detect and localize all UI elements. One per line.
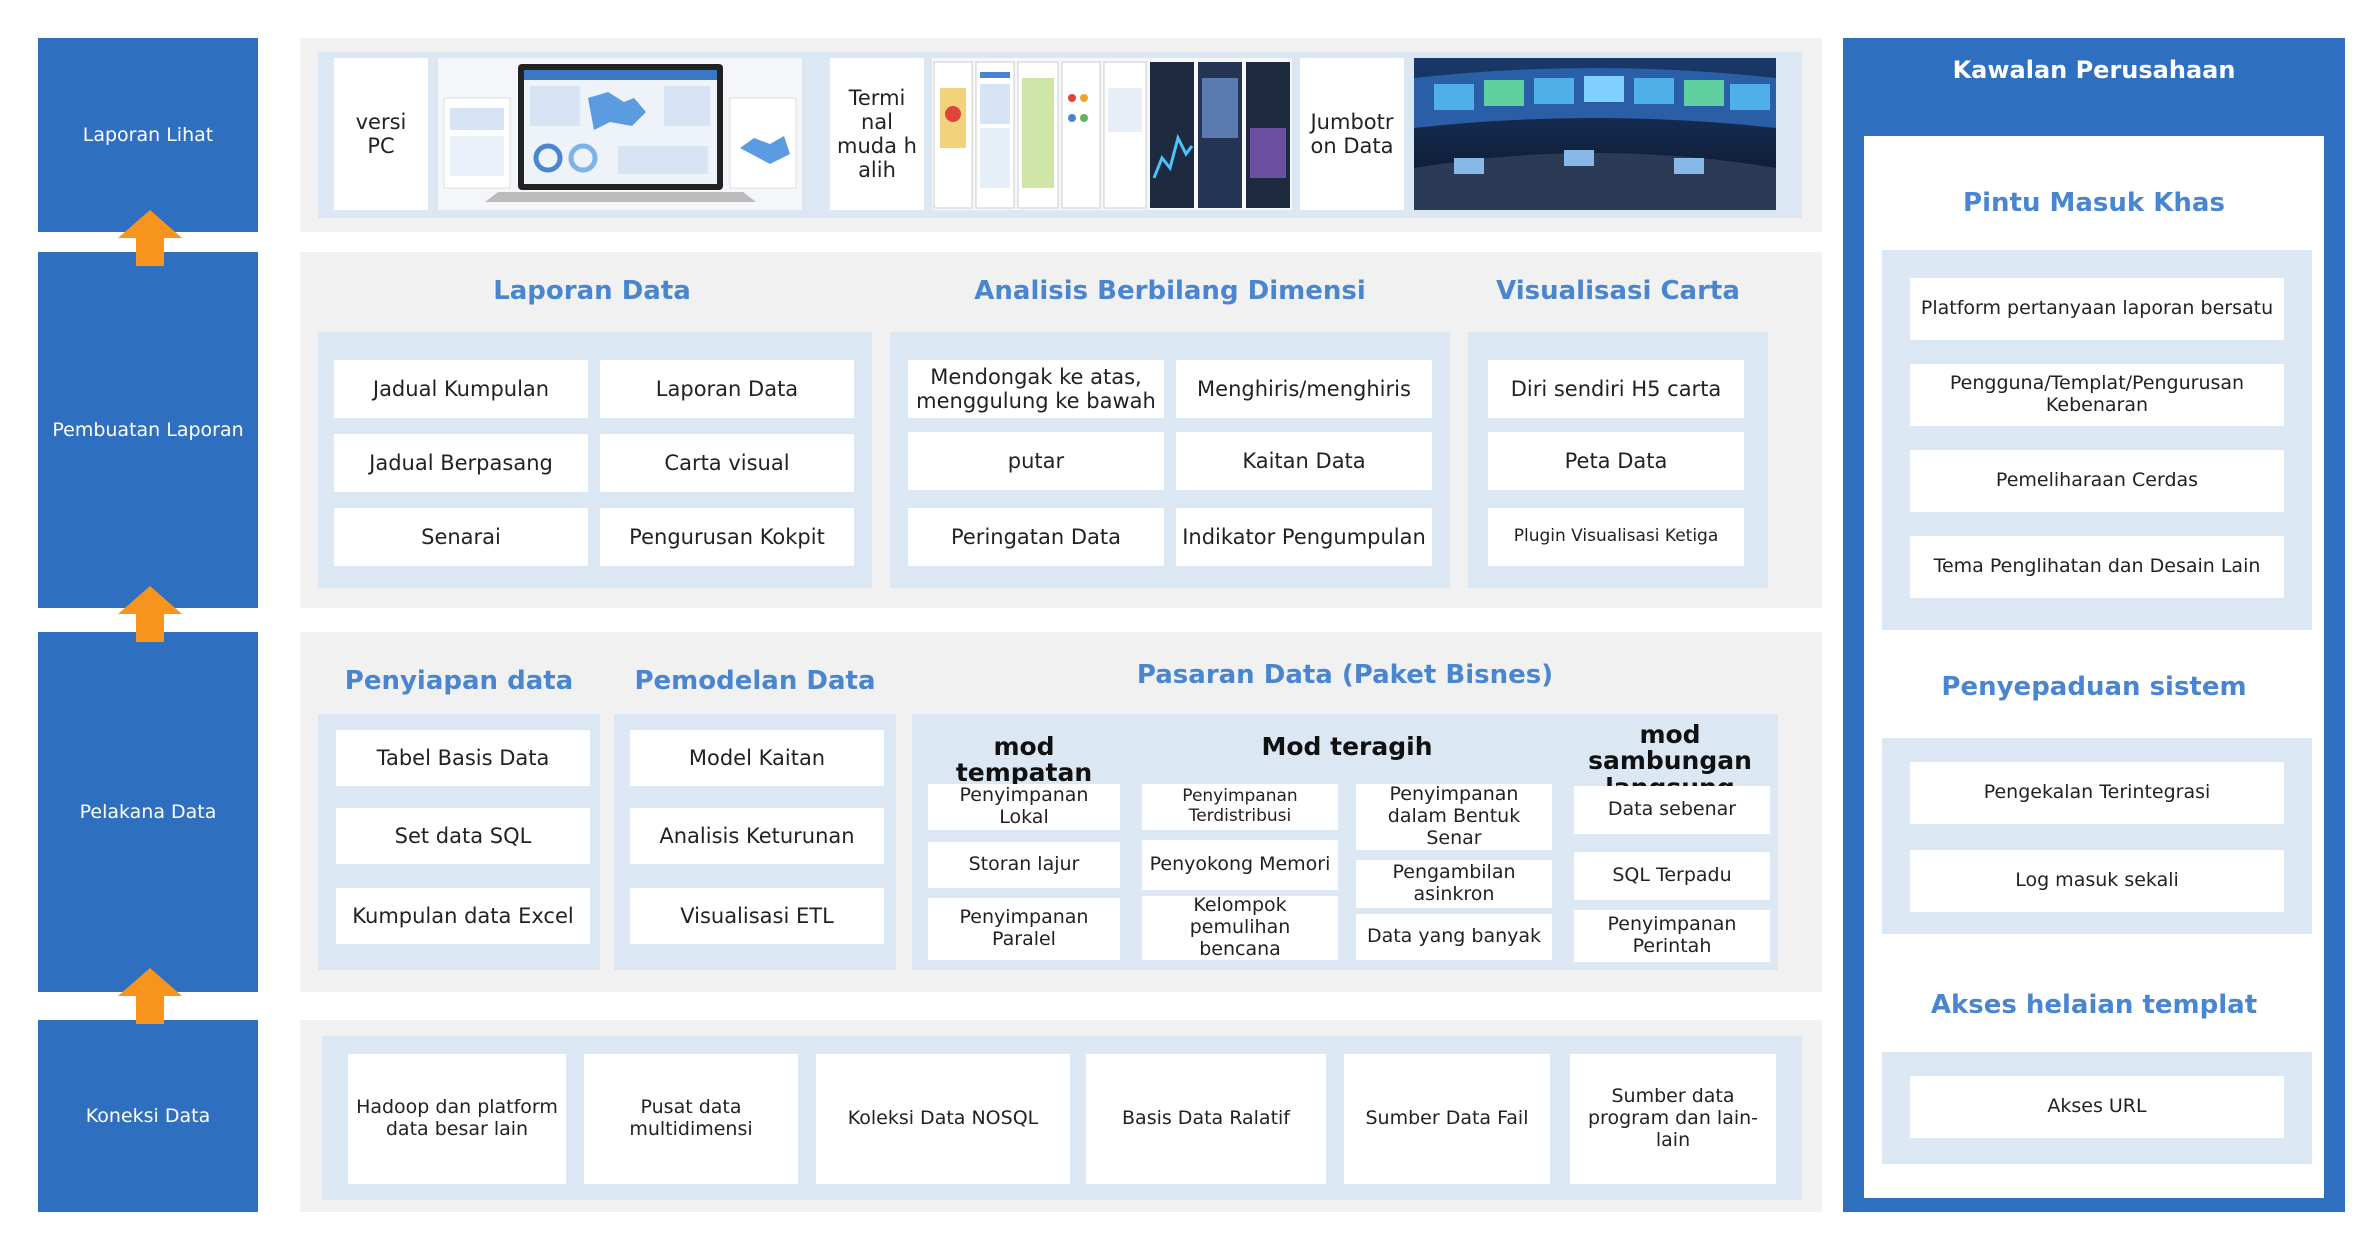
up-arrow-icon xyxy=(118,210,182,266)
report-item: Carta visual xyxy=(600,434,854,492)
special-entry-item: Pemeliharaan Cerdas xyxy=(1910,450,2284,512)
analysis-item: Mendongak ke atas, menggulung ke bawah xyxy=(908,360,1164,418)
up-arrow-icon xyxy=(118,968,182,1024)
template-access-title: Akses helaian templat xyxy=(1930,990,2258,1020)
analysis-item: Indikator Pengumpulan xyxy=(1176,508,1432,566)
connection-item: Pusat data multidimensi xyxy=(584,1054,798,1184)
prep-item: Kumpulan data Excel xyxy=(336,888,590,944)
direct-mode-item: SQL Terpadu xyxy=(1574,852,1770,900)
local-mode-item: Penyimpanan Lokal xyxy=(928,784,1120,830)
pc-screenshot xyxy=(438,58,802,210)
connection-item: Sumber Data Fail xyxy=(1344,1054,1550,1184)
analysis-item: Menghiris/menghiris xyxy=(1176,360,1432,418)
model-item: Analisis Keturunan xyxy=(630,808,884,864)
local-mode-item: Penyimpanan Paralel xyxy=(928,898,1120,960)
layer-creation: Pembuatan Laporan xyxy=(38,252,258,608)
connection-item: Hadoop dan platform data besar lain xyxy=(348,1054,566,1184)
layer-creation-label: Pembuatan Laporan xyxy=(52,419,244,441)
special-entry-item: Platform pertanyaan laporan bersatu xyxy=(1910,278,2284,340)
connection-item: Sumber data program dan lain-lain xyxy=(1570,1054,1776,1184)
distributed-mode-item: Penyokong Memori xyxy=(1142,840,1338,890)
enterprise-control-title: Kawalan Perusahaan xyxy=(1952,56,2236,84)
report-item: Senarai xyxy=(334,508,588,566)
model-item: Visualisasi ETL xyxy=(630,888,884,944)
system-integration-item: Log masuk sekali xyxy=(1910,850,2284,912)
distributed-mode-item: Data yang banyak xyxy=(1356,914,1552,960)
layer-execution: Pelakana Data xyxy=(38,632,258,992)
distributed-mode-item: Penyimpanan Terdistribusi xyxy=(1142,784,1338,830)
multidim-analysis-title: Analisis Berbilang Dimensi xyxy=(974,276,1366,306)
chart-visualization-title: Visualisasi Carta xyxy=(1496,276,1740,306)
distributed-mode-item: Pengambilan asinkron xyxy=(1356,860,1552,908)
report-item: Jadual Kumpulan xyxy=(334,360,588,418)
up-arrow-icon xyxy=(118,586,182,642)
pc-version-label: versi PC xyxy=(355,109,407,158)
model-item: Model Kaitan xyxy=(630,730,884,786)
jumbotron-card: Jumbotr on Data xyxy=(1300,58,1404,210)
mobile-screenshots xyxy=(932,58,1292,210)
data-prep-title: Penyiapan data xyxy=(344,666,574,696)
analysis-item: putar xyxy=(908,432,1164,490)
control-room-photo xyxy=(1414,58,1776,210)
data-modeling-title: Pemodelan Data xyxy=(634,666,876,696)
layer-connection-label: Koneksi Data xyxy=(85,1105,211,1127)
report-data-title: Laporan Data xyxy=(493,276,691,306)
connection-item: Koleksi Data NOSQL xyxy=(816,1054,1070,1184)
connection-item: Basis Data Ralatif xyxy=(1086,1054,1326,1184)
layer-view-label: Laporan Lihat xyxy=(82,124,214,146)
system-integration-title: Penyepaduan sistem xyxy=(1941,672,2247,702)
local-mode-item: Storan lajur xyxy=(928,842,1120,888)
report-item: Pengurusan Kokpit xyxy=(600,508,854,566)
layer-view: Laporan Lihat xyxy=(38,38,258,232)
layer-connection: Koneksi Data xyxy=(38,1020,258,1212)
jumbotron-label: Jumbotr on Data xyxy=(1310,109,1394,158)
system-integration-item: Pengekalan Terintegrasi xyxy=(1910,762,2284,824)
visual-item: Plugin Visualisasi Ketiga xyxy=(1488,508,1744,566)
prep-item: Tabel Basis Data xyxy=(336,730,590,786)
special-entry-item: Pengguna/Templat/Pengurusan Kebenaran xyxy=(1910,364,2284,426)
data-market-title: Pasaran Data (Paket Bisnes) xyxy=(1136,660,1554,690)
distributed-mode-title: Mod teragih xyxy=(1261,732,1433,761)
direct-mode-item: Penyimpanan Perintah xyxy=(1574,910,1770,962)
report-item: Laporan Data xyxy=(600,360,854,418)
prep-item: Set data SQL xyxy=(336,808,590,864)
visual-item: Diri sendiri H5 carta xyxy=(1488,360,1744,418)
analysis-item: Kaitan Data xyxy=(1176,432,1432,490)
template-access-item: Akses URL xyxy=(1910,1076,2284,1138)
mobile-terminal-label: Termi nal muda h alih xyxy=(837,85,917,183)
analysis-item: Peringatan Data xyxy=(908,508,1164,566)
distributed-mode-item: Kelompok pemulihan bencana xyxy=(1142,896,1338,960)
layer-execution-label: Pelakana Data xyxy=(79,801,217,823)
special-entry-item: Tema Penglihatan dan Desain Lain xyxy=(1910,536,2284,598)
direct-mode-item: Data sebenar xyxy=(1574,786,1770,834)
visual-item: Peta Data xyxy=(1488,432,1744,490)
pc-version-card: versi PC xyxy=(334,58,428,210)
special-entry-title: Pintu Masuk Khas xyxy=(1963,188,2225,218)
mobile-terminal-card: Termi nal muda h alih xyxy=(830,58,924,210)
distributed-mode-item: Penyimpanan dalam Bentuk Senar xyxy=(1356,784,1552,850)
local-mode-title: mod tempatan xyxy=(955,732,1093,788)
report-item: Jadual Berpasang xyxy=(334,434,588,492)
